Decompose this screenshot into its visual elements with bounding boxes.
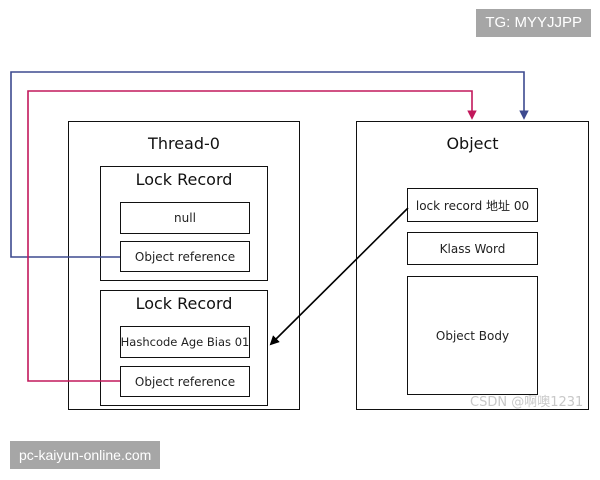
- object-klass-word: Klass Word: [407, 232, 538, 265]
- lock-record-2-object-reference: Object reference: [120, 366, 250, 397]
- thread-title: Thread-0: [148, 134, 220, 153]
- lock-record-2-displaced-header: Hashcode Age Bias 01: [120, 326, 250, 358]
- watermark-csdn: CSDN @啊噢1231: [470, 395, 584, 410]
- lock-record-2-title: Lock Record: [135, 294, 233, 313]
- lock-record-1-title: Lock Record: [135, 170, 233, 189]
- watermark-site: pc-kaiyun-online.com: [10, 441, 161, 469]
- watermark-tg: TG: MYYJJPP: [476, 9, 591, 37]
- object-mark-word: lock record 地址 00: [407, 188, 538, 222]
- lock-record-1-object-reference: Object reference: [120, 241, 250, 272]
- lock-record-1-null-field: null: [120, 202, 250, 234]
- object-title: Object: [446, 134, 499, 153]
- object-body: Object Body: [407, 276, 538, 395]
